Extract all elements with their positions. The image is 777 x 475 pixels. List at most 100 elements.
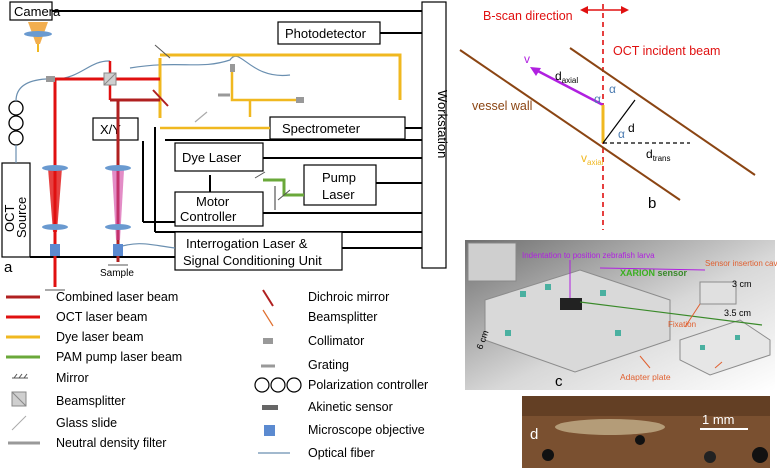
v-label: v	[524, 52, 530, 66]
sensor-pointer	[599, 267, 706, 271]
motor-controller-box	[174, 191, 264, 227]
glass-slide	[194, 111, 208, 123]
panel-a-label: a	[4, 259, 13, 276]
legend-beamsplitter-line-icon	[262, 309, 274, 327]
oct-beam-label: OCT incident beam	[613, 44, 720, 58]
legend-dye: Dye laser beam	[56, 330, 144, 344]
adapter-pointer-2	[714, 361, 723, 369]
d-label: d	[628, 121, 635, 135]
legend-mirror: Mirror	[56, 371, 89, 385]
legend-glass-slide-icon	[11, 415, 27, 431]
panel-c: Indentation to position zebrafish larva …	[465, 240, 777, 390]
photodetector-box	[277, 21, 381, 45]
camera-optics	[24, 22, 52, 52]
bscan-label: B-scan direction	[483, 9, 573, 23]
alpha-label-1: α	[594, 92, 601, 106]
adapter-label: Adapter plate	[620, 372, 671, 382]
legend-collimator-icon	[263, 338, 273, 344]
xarion-label: XARION sensor	[620, 268, 688, 278]
dye-laser-label: Dye Laser	[182, 150, 242, 165]
bscan-arrow	[580, 6, 629, 14]
legend-beamsplitter-right: Beamsplitter	[308, 310, 377, 324]
legend-objective-icon	[264, 425, 275, 436]
camera-box	[9, 1, 53, 21]
oct-source-label-1: OCT	[2, 205, 17, 233]
indentation-label: Indentation to position zebrafish larva	[522, 251, 655, 260]
panel-c-label: c	[555, 373, 563, 390]
workstation-label: Workstation	[435, 90, 450, 158]
device-body	[484, 269, 671, 373]
legend-beamsplitter-icon	[11, 391, 27, 407]
zebrafish-larva	[555, 419, 665, 435]
legend-objective: Microscope objective	[308, 423, 425, 437]
legend-oct: OCT laser beam	[56, 310, 147, 324]
xy-label: X/Y	[100, 122, 121, 137]
legend-collimator: Collimator	[308, 334, 364, 348]
pump-laser-box	[303, 164, 377, 206]
v-axial-label: vaxial	[581, 151, 604, 167]
legend-pump: PAM pump laser beam	[56, 350, 182, 364]
interrogation-label-1: Interrogation Laser &	[186, 236, 308, 251]
velocity-vector	[530, 67, 604, 107]
xarion-beam	[579, 301, 763, 326]
dichroic-mirror	[152, 89, 169, 107]
camera-label: Camera	[14, 4, 61, 19]
sample-well	[560, 298, 582, 310]
oct-source-label-2: Source	[14, 197, 29, 238]
legend-akinetic: Akinetic sensor	[308, 400, 393, 414]
spectrometer-label: Spectrometer	[282, 121, 361, 136]
legend-grating: Grating	[308, 358, 349, 372]
interrogation-box	[174, 231, 343, 271]
d-line	[602, 99, 636, 144]
dim-35cm: 3.5 cm	[724, 308, 751, 318]
interrogation-label-2: Signal Conditioning Unit	[183, 253, 322, 268]
motor-label-1: Motor	[196, 194, 230, 209]
fixation-pointer	[684, 303, 701, 328]
d-trans-label: dtrans	[646, 147, 670, 163]
motor-label-2: Controller	[180, 209, 237, 224]
inset-view	[467, 242, 517, 282]
focus-cones	[42, 165, 131, 240]
legend-beamsplitter-left: Beamsplitter	[56, 394, 125, 408]
adapter-pointer-1	[639, 355, 651, 369]
oct-source-box	[1, 162, 31, 258]
fixation-label: Fixation	[668, 320, 696, 329]
legend-mirror-icon	[12, 373, 28, 379]
workstation-box	[421, 1, 447, 269]
panel-b-label: b	[648, 195, 656, 212]
objective-oct	[50, 244, 60, 256]
objective-sample	[113, 244, 123, 256]
legend-akinetic-icon	[262, 405, 278, 410]
scale-label: 1 mm	[702, 412, 735, 427]
legend-dichroic: Dichroic mirror	[308, 290, 389, 304]
polarization-controller	[8, 100, 24, 146]
legend-glass-slide: Glass slide	[56, 416, 117, 430]
legend-polarization: Polarization controller	[308, 378, 428, 392]
panel-d: 1 mm d	[522, 396, 770, 468]
alpha-label-2: α	[609, 82, 616, 96]
mirrors	[45, 44, 291, 291]
adapter-plate-shape	[679, 319, 771, 376]
legend-combined: Combined laser beam	[56, 290, 178, 304]
photodetector-label: Photodetector	[285, 26, 367, 41]
alpha-label-3: α	[618, 127, 625, 141]
legend-fiber: Optical fiber	[308, 446, 375, 460]
legend-dichroic-icon	[262, 289, 274, 307]
d-axial-label: daxial	[555, 69, 578, 85]
panel-b: B-scan direction OCT incident beam vesse…	[459, 4, 756, 230]
sensor-cavity-label: Sensor insertion cavity	[705, 259, 777, 268]
dim-3cm: 3 cm	[732, 279, 752, 289]
sensor-holder	[699, 281, 737, 305]
vessel-wall-lower	[569, 47, 756, 176]
pump-laser-label-2: Laser	[322, 187, 355, 202]
pump-laser-label-1: Pump	[322, 170, 356, 185]
collimators	[46, 64, 304, 103]
sample-label: Sample	[100, 268, 134, 279]
vessel-wall-upper	[459, 49, 681, 201]
legend-polarization-icon	[254, 377, 302, 393]
legend-nd-filter: Neutral density filter	[56, 436, 166, 450]
mount-pins	[505, 284, 740, 350]
panel-d-label: d	[530, 426, 538, 443]
dye-laser-box	[174, 142, 264, 172]
